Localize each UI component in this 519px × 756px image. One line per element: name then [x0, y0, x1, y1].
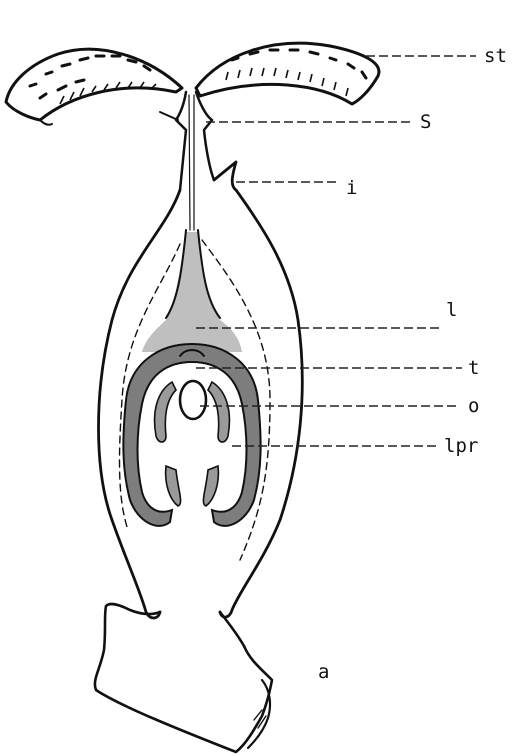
ovule-chamber — [123, 344, 260, 526]
labels: st S i l t o lpr a — [318, 45, 507, 683]
label-style: S — [420, 111, 431, 133]
locule-region — [142, 230, 242, 352]
pedicel-base — [95, 604, 272, 752]
stigma-lobes — [6, 43, 379, 125]
label-integument: i — [346, 177, 357, 199]
panel-letter: a — [318, 661, 329, 683]
label-stigma: st — [484, 45, 507, 67]
label-locule: l — [446, 299, 457, 321]
label-locule-projection: lpr — [444, 435, 478, 457]
label-transmitting-tissue: t — [468, 357, 479, 379]
label-ovule: o — [468, 395, 479, 417]
